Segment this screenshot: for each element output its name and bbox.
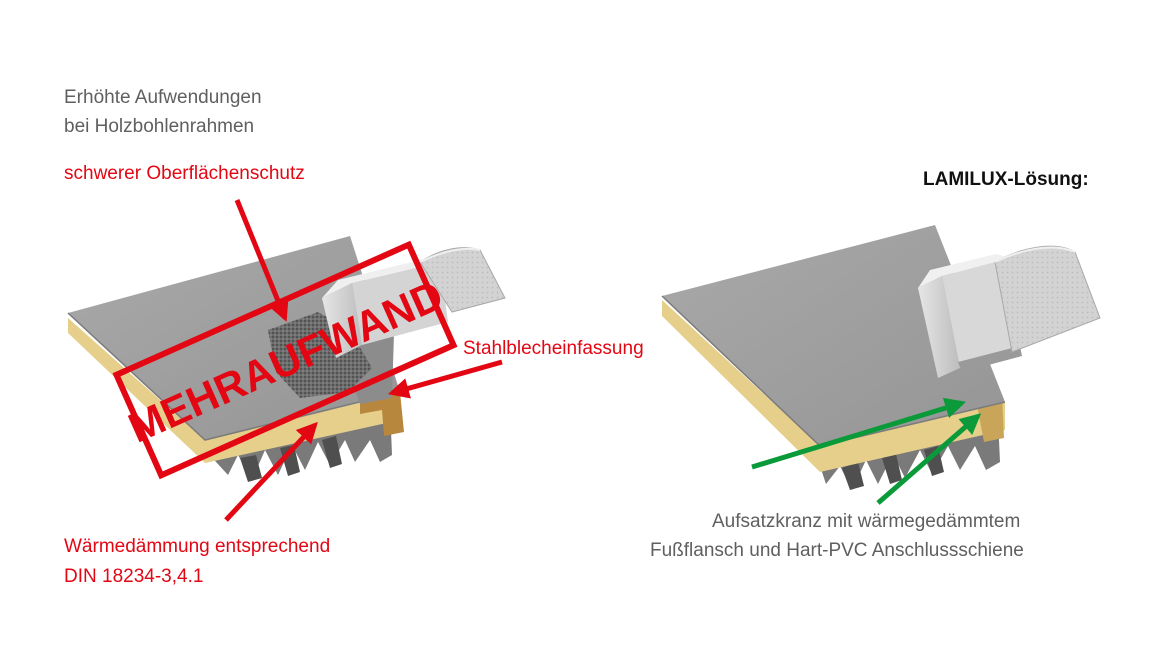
right-deck-flutes (842, 446, 944, 490)
right-roof-membrane (662, 225, 1005, 446)
label-lamilux-line1: Aufsatzkranz mit wärmegedämmtem (712, 511, 1021, 532)
right-dome (994, 245, 1101, 353)
right-heading: LAMILUX-Lösung: (923, 169, 1089, 190)
left-wood-plank (360, 392, 404, 436)
left-deck-flutes (240, 436, 342, 482)
label-lamilux-line2: Fußflansch und Hart-PVC Anschlussschiene (650, 540, 1024, 561)
arrow-foot-flange (751, 397, 967, 470)
arrow-steel-flashing (387, 359, 503, 399)
label-steel-flashing: Stahlblecheinfassung (463, 338, 644, 359)
left-kerb-side (322, 283, 362, 358)
arrow-pvc-rail (876, 413, 982, 505)
right-kerb-side (918, 276, 960, 378)
label-surface-protection: schwerer Oberflächenschutz (64, 163, 305, 184)
right-insulation-layer (662, 300, 1005, 472)
arrow-insulation (224, 421, 318, 522)
left-heading-line1: Erhöhte Aufwendungen (64, 87, 262, 108)
left-heading-line2: bei Holzbohlenrahmen (64, 116, 255, 137)
right-pvc-rail (958, 346, 1022, 372)
label-insulation-line1: Wärmedämmung entsprechend (64, 536, 331, 557)
label-insulation-line2: DIN 18234-3,4.1 (64, 566, 204, 587)
right-roof-model (661, 225, 1101, 490)
arrow-surface-protection (234, 199, 289, 322)
